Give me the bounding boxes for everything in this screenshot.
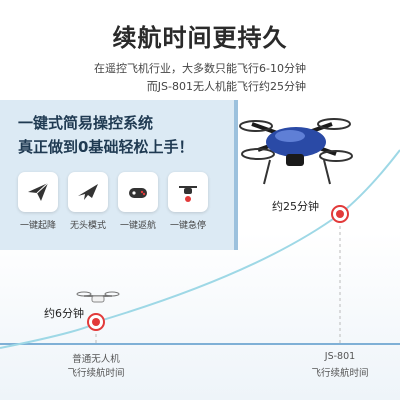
paper-plane-icon: [28, 182, 49, 201]
page-title: 续航时间更持久: [112, 24, 288, 52]
panel-headline-1: 一键式简易操控系统: [18, 114, 154, 132]
axis-label-js801-line-2: 飞行续航时间: [311, 368, 369, 379]
jet-plane-icon: [78, 184, 98, 200]
feature-tile-headless: [68, 172, 108, 212]
feature-tile-stop: [168, 172, 208, 212]
mini-drone-graphic: [76, 291, 120, 303]
panel-headline-2: 真正做到0基础轻松上手！: [18, 138, 194, 156]
axis-label-standard-line-1: 普通无人机: [72, 354, 120, 365]
feature-tile-return: [118, 172, 158, 212]
feature-label-headless: 无头模式: [69, 221, 106, 231]
axis-label-js801-line-1: JS-801: [324, 351, 356, 362]
js801-drone-graphic: [239, 118, 353, 185]
marker-25-min: [331, 205, 349, 223]
axis-label-standard-line-2: 飞行续航时间: [67, 368, 125, 379]
feature-label-stop: 一键急停: [169, 221, 206, 231]
axis-guides: [95, 214, 341, 344]
growth-curve: [0, 149, 400, 349]
subtitle-line-2: 而JS-801无人机能飞行约25分钟: [146, 80, 306, 93]
feature-tile-takeoff: [18, 172, 58, 212]
readout-6-min: 约6分钟: [44, 307, 84, 320]
subtitle-line-1: 在遥控飞机行业，大多数只能飞行6-10分钟: [94, 62, 306, 75]
gamepad-icon: [129, 188, 147, 198]
marker-6-min: [87, 313, 105, 331]
readout-25-min: 约25分钟: [272, 200, 319, 213]
panel-accent-bar: [234, 100, 238, 250]
feature-label-takeoff: 一键起降: [19, 221, 56, 231]
feature-label-return: 一键返航: [119, 221, 156, 231]
drone-icon: [179, 186, 197, 202]
